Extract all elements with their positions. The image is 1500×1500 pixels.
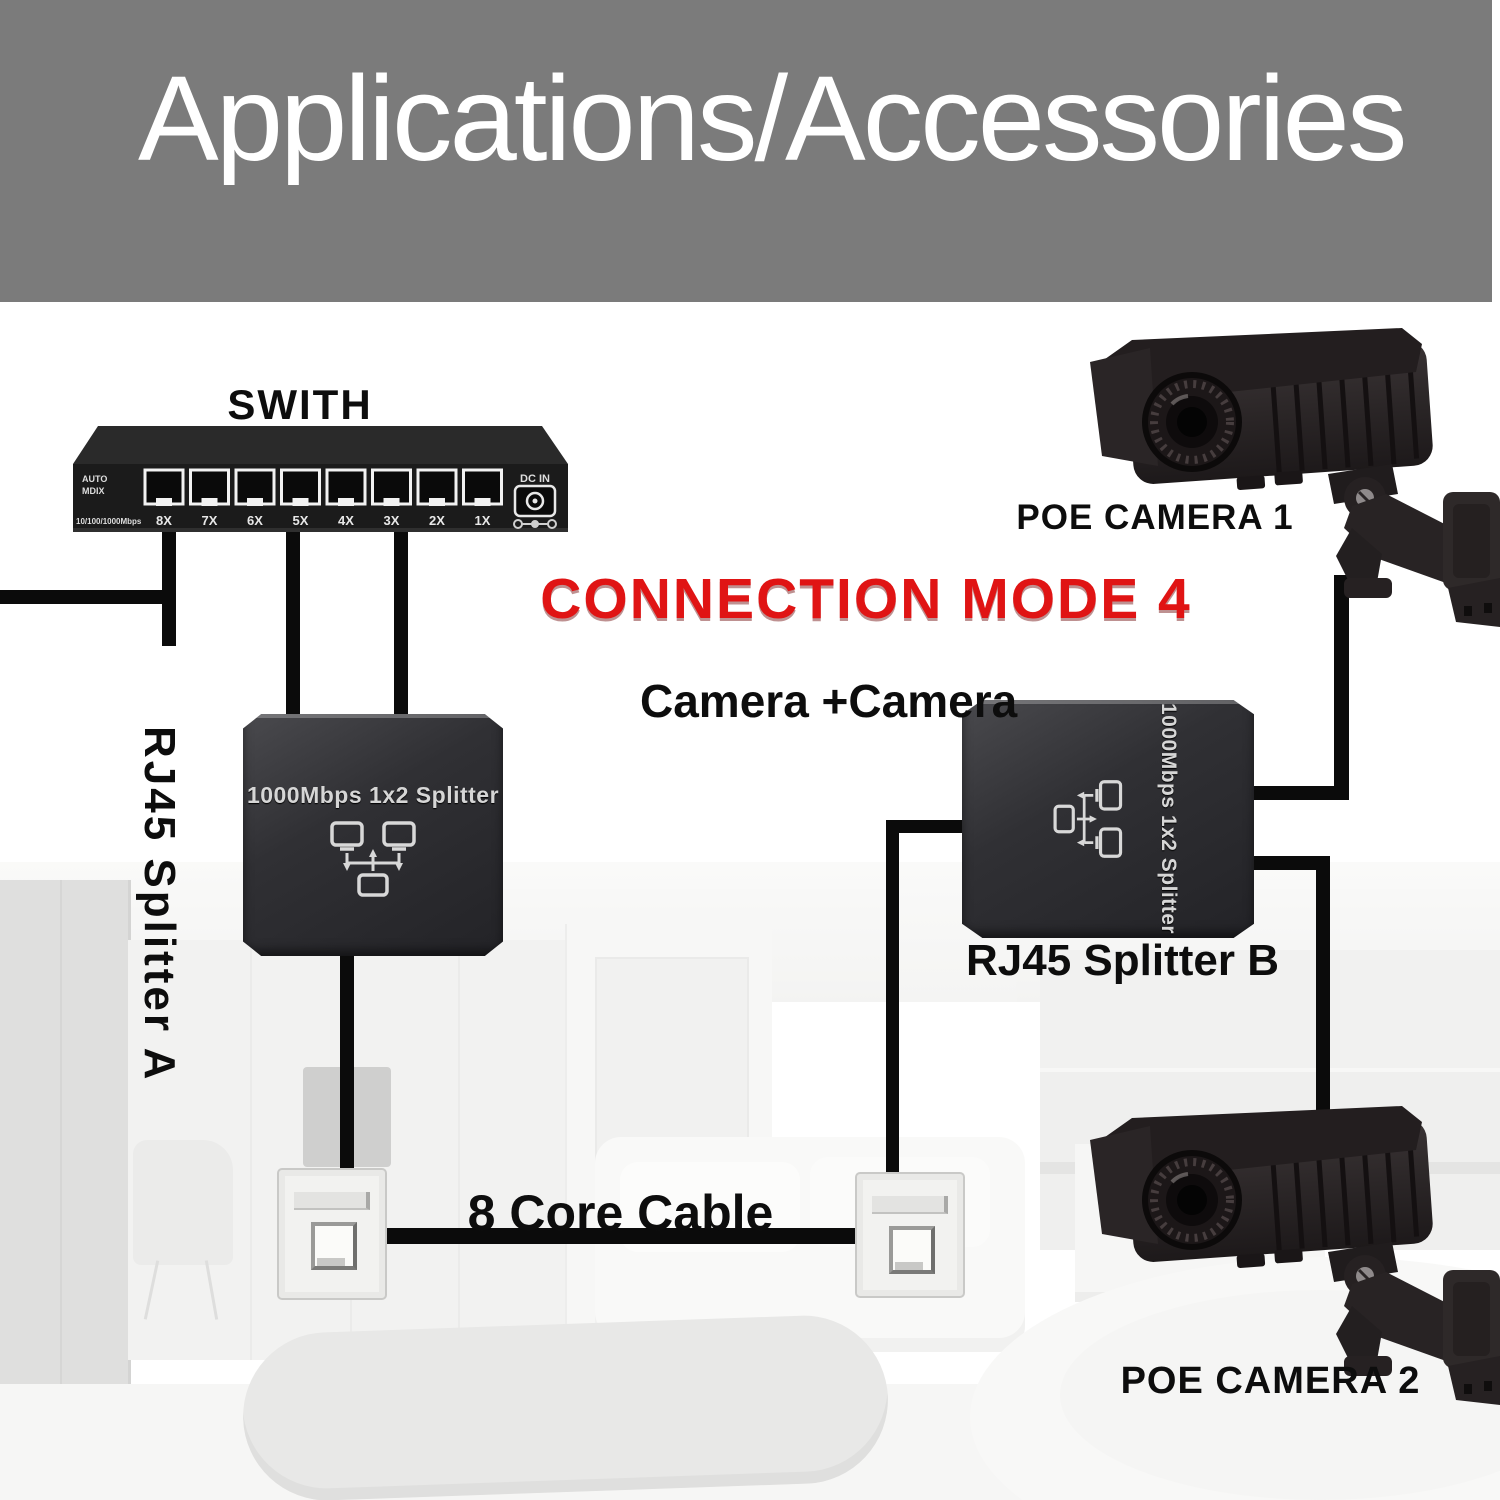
switch-ports [143, 468, 503, 506]
svg-text:10/100/1000Mbps: 10/100/1000Mbps [76, 517, 142, 526]
photo-chair [133, 1140, 233, 1265]
svg-text:1X: 1X [475, 513, 491, 528]
rj45-splitter-a-device: 1000Mbps 1x2 Splitter [243, 714, 503, 956]
rj45-splitter-b-label: RJ45 Splitter B [966, 936, 1279, 985]
svg-text:2X: 2X [429, 513, 445, 528]
poe-camera-1-label: POE CAMERA 1 [1016, 498, 1294, 537]
dc-polarity-icon [513, 519, 557, 529]
svg-text:7X: 7X [202, 513, 218, 528]
poe-camera-2-label: POE CAMERA 2 [1120, 1360, 1421, 1402]
cable-line-splitterB-left-out [890, 820, 964, 833]
switch-port-labels: 8X 7X 6X 5X 4X 3X 2X 1X [156, 513, 491, 528]
splitter-network-icon [330, 820, 416, 897]
cable-line-splitterA-to-wallplate [340, 948, 354, 1176]
switch-top-face [73, 426, 568, 464]
banner: Applications/Accessories [0, 0, 1492, 302]
switch-left-text: AUTO MDIX 10/100/1000Mbps [76, 474, 142, 526]
splitter-network-icon [1053, 780, 1123, 858]
network-switch: 8X 7X 6X 5X 4X 3X 2X 1X AUTO MDIX 10/100… [73, 426, 568, 532]
photo-wardrobe [0, 880, 131, 1400]
svg-text:MDIX: MDIX [82, 486, 105, 496]
cable-line-switch-left-out [0, 590, 176, 604]
cable-line-splitterB-to-camera2 [1316, 856, 1330, 1126]
cable-line-8core [383, 1228, 857, 1244]
wall-plate-right [855, 1172, 965, 1298]
page-title: Applications/Accessories [138, 50, 1407, 186]
connection-mode-title: CONNECTION MODE 4 [540, 567, 1192, 631]
photo-kitchen-cabinets [1040, 950, 1500, 1068]
cable-line-camera1-to-splitterB [1250, 786, 1349, 800]
splitter-a-device-text: 1000Mbps 1x2 Splitter [246, 781, 500, 808]
svg-text:6X: 6X [247, 513, 263, 528]
svg-text:AUTO: AUTO [82, 474, 107, 484]
wall-plate-left [277, 1168, 387, 1300]
connection-subtitle: Camera +Camera [640, 675, 1018, 727]
splitter-b-device-text: 1000Mbps 1x2 Splitter [1157, 703, 1180, 935]
cable-line-splitterB-to-wallplate [886, 820, 899, 1178]
svg-text:4X: 4X [338, 513, 354, 528]
rj45-splitter-b-device: 1000Mbps 1x2 Splitter [962, 700, 1254, 938]
cable-line-splitterB-out2 [1250, 856, 1330, 870]
8-core-cable-label: 8 Core Cable [467, 1185, 774, 1241]
svg-text:8X: 8X [156, 513, 172, 528]
cable-line-switch-port8 [162, 530, 176, 646]
dc-in-label: DC IN [520, 473, 550, 485]
cable-line-camera1-down [1334, 575, 1349, 800]
svg-text:3X: 3X [384, 513, 400, 528]
rj45-splitter-a-label: RJ45 Splitter A [135, 726, 184, 1083]
switch-dc-in: DC IN [513, 473, 557, 529]
svg-text:5X: 5X [293, 513, 309, 528]
cable-line-switch-to-splitterA-2 [394, 530, 408, 720]
cable-line-switch-to-splitterA-1 [286, 530, 300, 720]
switch-label: SWITH [227, 381, 373, 428]
photo-coffee-table [240, 1312, 891, 1500]
